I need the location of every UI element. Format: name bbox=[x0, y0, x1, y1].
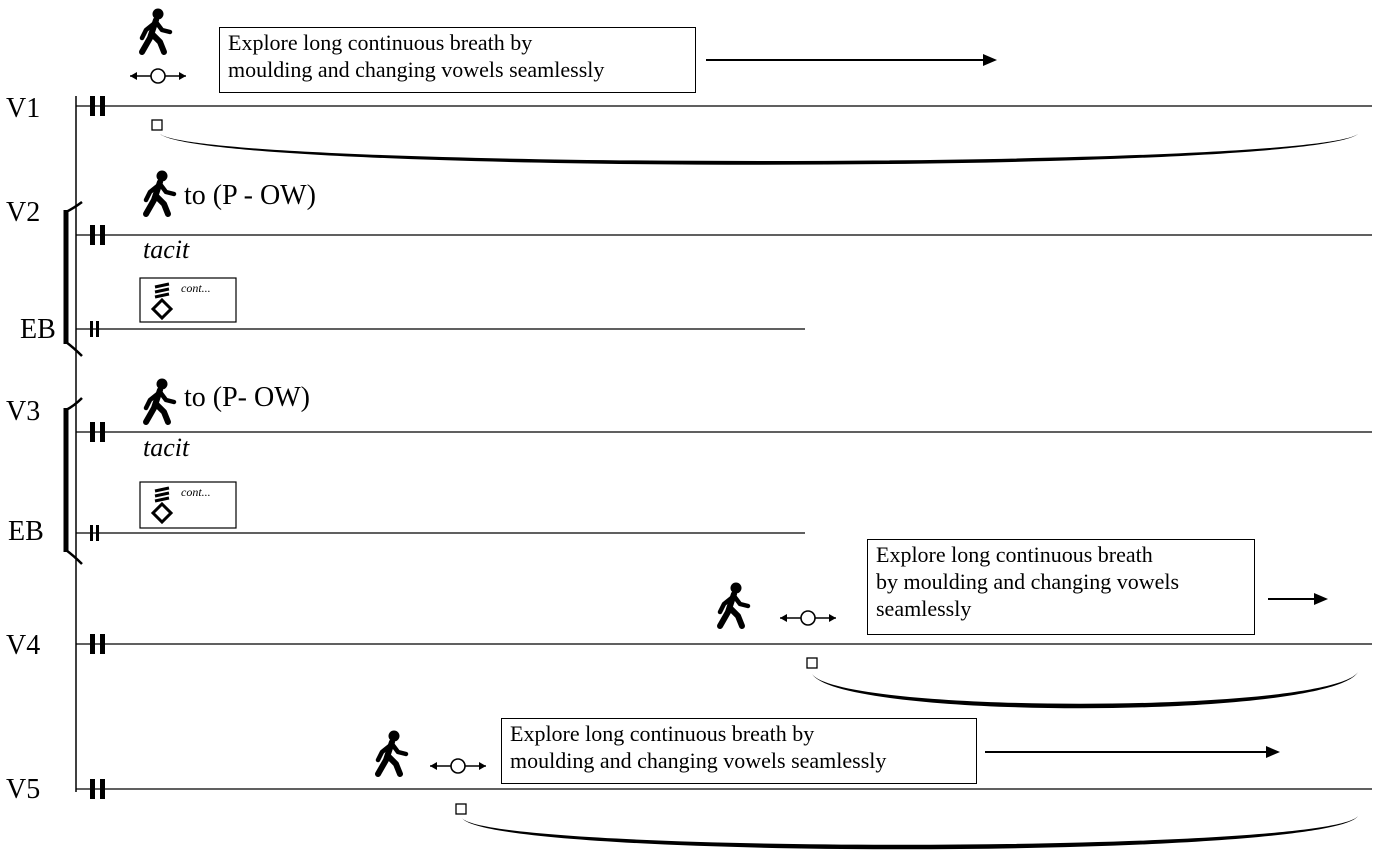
instruction-line: seamlessly bbox=[876, 595, 972, 621]
instruction-box-v5: Explore long continuous breath by mouldi… bbox=[501, 718, 977, 784]
staff-label-eb1: EB bbox=[20, 314, 56, 345]
instruction-box-v1: Explore long continuous breath by mouldi… bbox=[219, 27, 696, 93]
double-arrow-circle-icon bbox=[129, 68, 187, 84]
staff-label-v2: V2 bbox=[6, 197, 41, 228]
instruction-line: moulding and changing vowels seamlessly bbox=[228, 56, 605, 82]
walking-person-icon bbox=[146, 171, 174, 215]
breath-slur-v5 bbox=[462, 816, 1358, 850]
diamond-notehead-icon bbox=[150, 501, 174, 525]
double-arrow-circle-icon bbox=[429, 758, 487, 774]
open-square-icon bbox=[455, 803, 467, 815]
staff-label-v5: V5 bbox=[6, 774, 41, 805]
staff-label-v4: V4 bbox=[6, 630, 41, 661]
continuation-arrow-v4 bbox=[1268, 593, 1328, 605]
staff-label-v3: V3 bbox=[6, 396, 41, 427]
staff-label-v1: V1 bbox=[6, 93, 41, 124]
tacit-text-v2: tacit bbox=[143, 235, 190, 264]
staff-label-eb2: EB bbox=[8, 516, 44, 547]
walking-person-icon bbox=[378, 731, 406, 775]
walk-to-direction-v2: to (P - OW) bbox=[184, 180, 316, 211]
bracket-v3-eb bbox=[63, 397, 83, 565]
instruction-line: moulding and changing vowels seamlessly bbox=[510, 747, 887, 773]
instruction-line: by moulding and changing vowels bbox=[876, 568, 1180, 594]
open-square-icon bbox=[151, 119, 163, 131]
instruction-line: Explore long continuous breath bbox=[876, 542, 1153, 567]
cont-text-eb2: cont... bbox=[181, 485, 211, 499]
instruction-line: Explore long continuous breath by bbox=[510, 721, 815, 746]
continuation-arrow-v5 bbox=[985, 746, 1280, 758]
walking-person-icon bbox=[146, 379, 174, 423]
tacit-text-v3: tacit bbox=[143, 433, 190, 462]
bracket-v2-eb bbox=[63, 200, 83, 357]
open-square-icon bbox=[806, 657, 818, 669]
walk-to-direction-v3: to (P- OW) bbox=[184, 382, 310, 413]
diamond-notehead-icon bbox=[150, 297, 174, 321]
cont-box-eb2 bbox=[139, 481, 237, 529]
walking-person-icon bbox=[142, 9, 170, 53]
breath-slur-v4 bbox=[812, 672, 1358, 709]
cont-box-eb1 bbox=[139, 277, 237, 323]
walking-person-icon bbox=[720, 583, 748, 627]
double-arrow-circle-icon bbox=[779, 610, 837, 626]
instruction-box-v4: Explore long continuous breath by mouldi… bbox=[867, 539, 1255, 635]
cont-text-eb1: cont... bbox=[181, 281, 211, 295]
breath-slur-v1 bbox=[160, 134, 1358, 165]
continuation-arrow-v1 bbox=[706, 54, 997, 66]
instruction-line: Explore long continuous breath by bbox=[228, 30, 533, 55]
